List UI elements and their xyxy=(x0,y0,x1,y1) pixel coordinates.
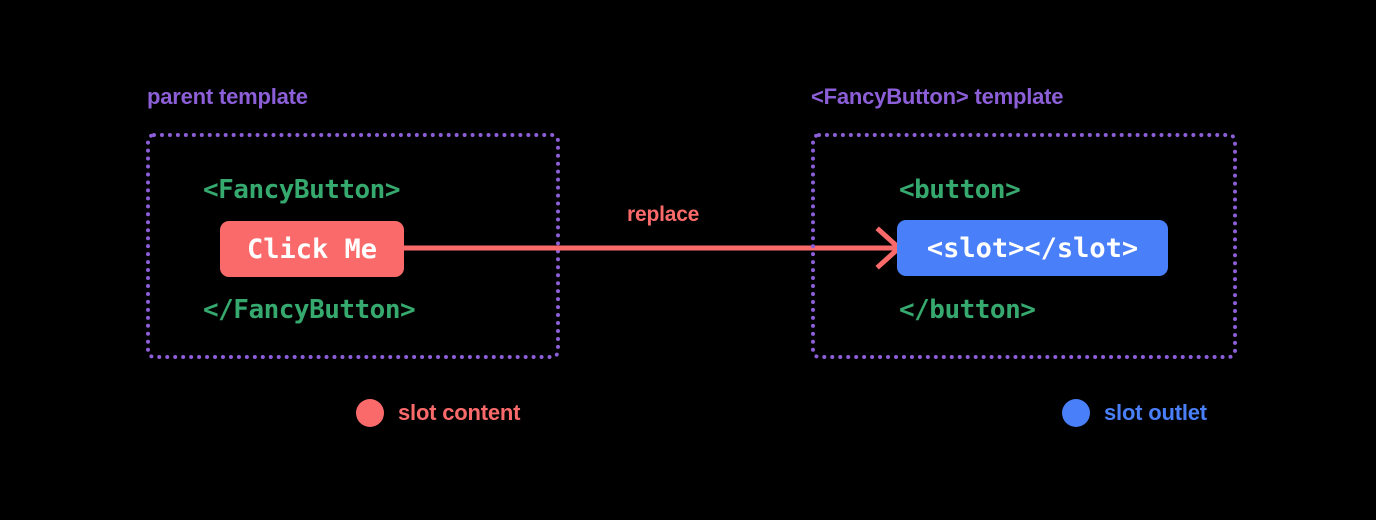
legend-label-slot-content: slot content xyxy=(398,400,521,425)
code-line-button-close: </button> xyxy=(899,295,1036,325)
code-line-fancybutton-close: </FancyButton> xyxy=(203,295,416,325)
slot-content-chip: Click Me xyxy=(220,221,404,277)
fancybutton-template-caption: <FancyButton> template xyxy=(811,84,1064,109)
parent-template-caption: parent template xyxy=(147,84,308,109)
slot-outlet-chip: <slot></slot> xyxy=(897,220,1168,276)
fancybutton-template-box xyxy=(811,133,1237,359)
code-line-fancybutton-open: <FancyButton> xyxy=(203,175,401,205)
slot-outlet-legend-dot-icon xyxy=(1062,399,1090,427)
legend-label-slot-outlet: slot outlet xyxy=(1104,400,1207,425)
legend-item-slot-outlet: slot outlet xyxy=(1062,399,1207,427)
code-line-button-open: <button> xyxy=(899,175,1021,205)
arrow-label-replace: replace xyxy=(627,203,700,226)
slot-content-legend-dot-icon xyxy=(356,399,384,427)
legend-item-slot-content: slot content xyxy=(356,399,520,427)
